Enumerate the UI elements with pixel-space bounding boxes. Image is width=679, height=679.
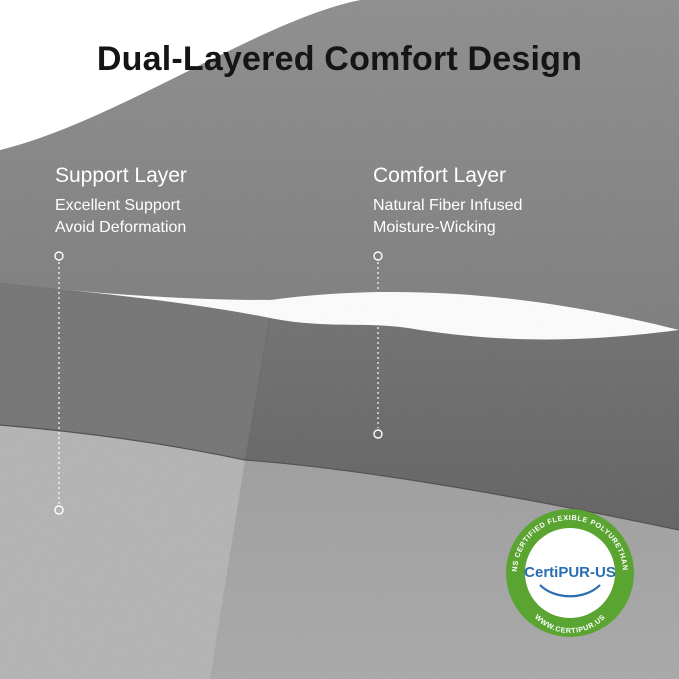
comfort-layer-title: Comfort Layer <box>373 164 507 187</box>
comfort-leader-line <box>373 251 383 439</box>
comfort-layer-line2: Moisture-Wicking <box>373 219 496 236</box>
support-layer-line1: Excellent Support <box>55 197 181 214</box>
comfort-leader-top-dot <box>373 251 383 261</box>
support-leader-top-dot <box>54 251 64 261</box>
badge-brand-text: CertiPUR-US <box>524 564 616 581</box>
comfort-leader-bottom-dot <box>373 429 383 439</box>
page-title: Dual-Layered Comfort Design <box>96 40 583 78</box>
support-layer-description: Excellent Support Avoid Deformation <box>55 195 186 239</box>
comfort-layer-description: Natural Fiber Infused Moisture-Wicking <box>373 195 522 239</box>
badge-inner-circle <box>525 528 615 618</box>
comfort-layer-line1: Natural Fiber Infused <box>373 197 523 214</box>
badge-swoosh <box>539 584 601 598</box>
support-leader-line <box>54 251 64 515</box>
support-leader-bottom-dot <box>54 505 64 515</box>
support-layer-line2: Avoid Deformation <box>55 219 187 236</box>
support-layer-title: Support Layer <box>55 164 187 187</box>
